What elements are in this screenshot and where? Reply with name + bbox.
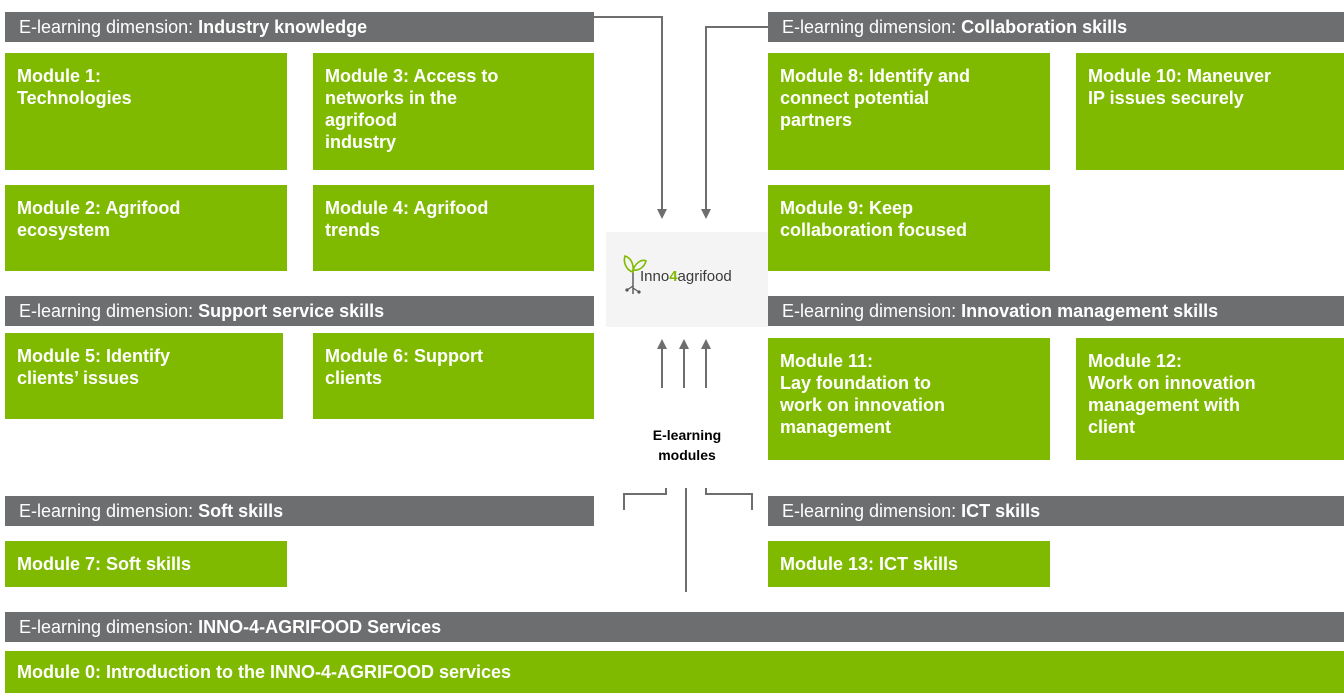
- inno4agrifood-logo: Inno4agrifood: [606, 232, 768, 327]
- dimension-bar-collaboration: E-learning dimension: Collaboration skil…: [768, 12, 1344, 42]
- connector-ict: [705, 488, 753, 510]
- dimension-bar-soft: E-learning dimension: Soft skills: [5, 496, 594, 526]
- dimension-title: ICT skills: [961, 501, 1041, 521]
- module-3-box: Module 3: Access to networks in the agri…: [313, 53, 594, 170]
- arrow-industry: [594, 16, 667, 219]
- dimension-prefix: E-learning dimension:: [19, 501, 199, 521]
- connector-soft: [623, 488, 667, 510]
- logo-text-part: nno: [644, 268, 670, 285]
- module-1-box: Module 1: Technologies: [5, 53, 287, 170]
- logo-text-part: I: [640, 268, 645, 285]
- module-13-box: Module 13: ICT skills: [768, 541, 1050, 587]
- module-0-box: Module 0: Introduction to the INNO-4-AGR…: [5, 651, 1344, 693]
- module-12-box: Module 12: Work on innovation management…: [1076, 338, 1344, 460]
- logo-text: Inno4agrifood: [640, 268, 732, 285]
- dimension-bar-ict: E-learning dimension: ICT skills: [768, 496, 1344, 526]
- dimension-prefix: E-learning dimension:: [782, 301, 962, 321]
- dimension-title: Industry knowledge: [198, 17, 368, 37]
- sprout-icon: [623, 254, 647, 294]
- logo-text-part: 4: [669, 268, 678, 285]
- dimension-title: INNO-4-AGRIFOOD Services: [198, 617, 442, 637]
- module-6-box: Module 6: Support clients: [313, 333, 594, 419]
- dimension-bar-support: E-learning dimension: Support service sk…: [5, 296, 594, 326]
- dimension-title: Soft skills: [198, 501, 284, 521]
- module-5-box: Module 5: Identify clients’ issues: [5, 333, 283, 419]
- module-7-box: Module 7: Soft skills: [5, 541, 287, 587]
- module-10-box: Module 10: Maneuver IP issues securely: [1076, 53, 1344, 170]
- module-8-box: Module 8: Identify and connect potential…: [768, 53, 1050, 170]
- dimension-prefix: E-learning dimension:: [782, 501, 962, 521]
- dimension-title: Collaboration skills: [961, 17, 1128, 37]
- arrow-collaboration: [701, 26, 768, 219]
- dimension-bar-innovation: E-learning dimension: Innovation managem…: [768, 296, 1344, 326]
- dimension-bar-industry: E-learning dimension: Industry knowledge: [5, 12, 594, 42]
- dimension-prefix: E-learning dimension:: [19, 301, 199, 321]
- center-label: E-learning modules: [652, 427, 722, 463]
- module-11-box: Module 11: Lay foundation to work on inn…: [768, 338, 1050, 460]
- dimension-bar-services: E-learning dimension: INNO-4-AGRIFOOD Se…: [5, 612, 1344, 642]
- module-4-box: Module 4: Agrifood trends: [313, 185, 594, 271]
- dimension-title: Support service skills: [198, 301, 385, 321]
- module-9-box: Module 9: Keep collaboration focused: [768, 185, 1050, 271]
- dimension-prefix: E-learning dimension:: [782, 17, 962, 37]
- logo-text-part: agrifood: [677, 268, 732, 285]
- module-2-box: Module 2: Agrifood ecosystem: [5, 185, 287, 271]
- dimension-title: Innovation management skills: [961, 301, 1219, 321]
- dimension-prefix: E-learning dimension:: [19, 17, 199, 37]
- dimension-prefix: E-learning dimension:: [19, 617, 199, 637]
